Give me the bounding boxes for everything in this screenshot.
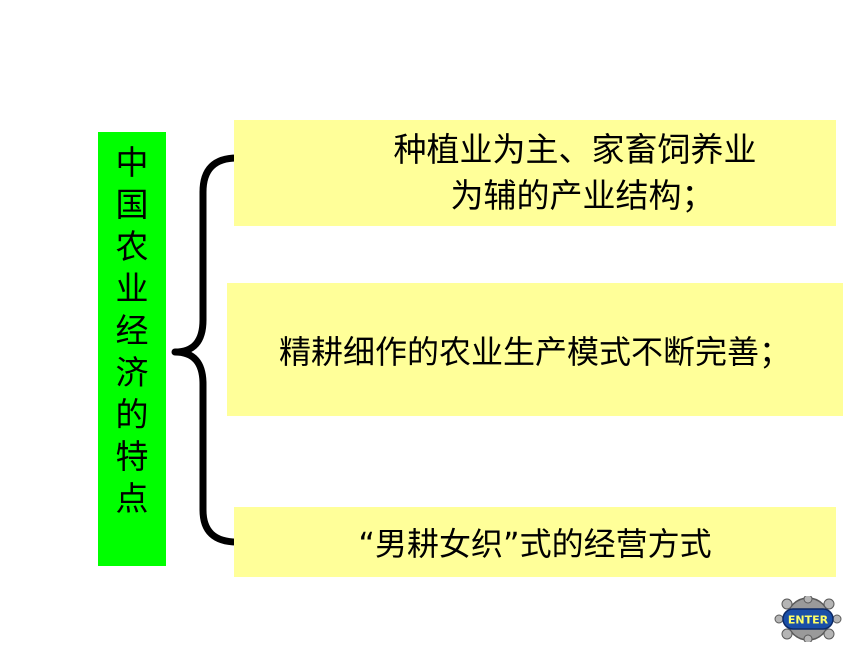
title-char: 点 bbox=[115, 479, 149, 518]
brace-path bbox=[171, 154, 241, 546]
title-char: 农 bbox=[115, 227, 149, 266]
feature-box-intensive-farming: 精耕细作的农业生产模式不断完善； bbox=[227, 283, 843, 416]
title-char: 业 bbox=[115, 269, 149, 308]
title-char: 经 bbox=[115, 311, 149, 350]
feature-box-crop-structure: 种植业为主、家畜饲养业 为辅的产业结构； bbox=[234, 120, 836, 226]
enter-button-label: ENTER bbox=[788, 614, 829, 627]
feature-line: 种植业为主、家畜饲养业 bbox=[393, 130, 757, 169]
feature-text: 精耕细作的农业生产模式不断完善； bbox=[278, 332, 791, 371]
title-char: 中 bbox=[115, 143, 149, 182]
title-char: 特 bbox=[115, 437, 149, 476]
vertical-title: 中 国 农 业 经 济 的 特 点 bbox=[98, 132, 166, 566]
curly-brace bbox=[171, 154, 241, 546]
feature-text: “男耕女织”式的经营方式 bbox=[358, 525, 712, 563]
enter-button[interactable]: ENTER bbox=[774, 596, 842, 642]
feature-box-household-operation: “男耕女织”式的经营方式 bbox=[234, 507, 836, 577]
title-char: 的 bbox=[115, 395, 149, 434]
feature-line: 为辅的产业结构； bbox=[450, 176, 715, 215]
title-char: 济 bbox=[115, 353, 149, 392]
title-char: 国 bbox=[115, 185, 149, 224]
enter-button-face bbox=[782, 608, 834, 630]
